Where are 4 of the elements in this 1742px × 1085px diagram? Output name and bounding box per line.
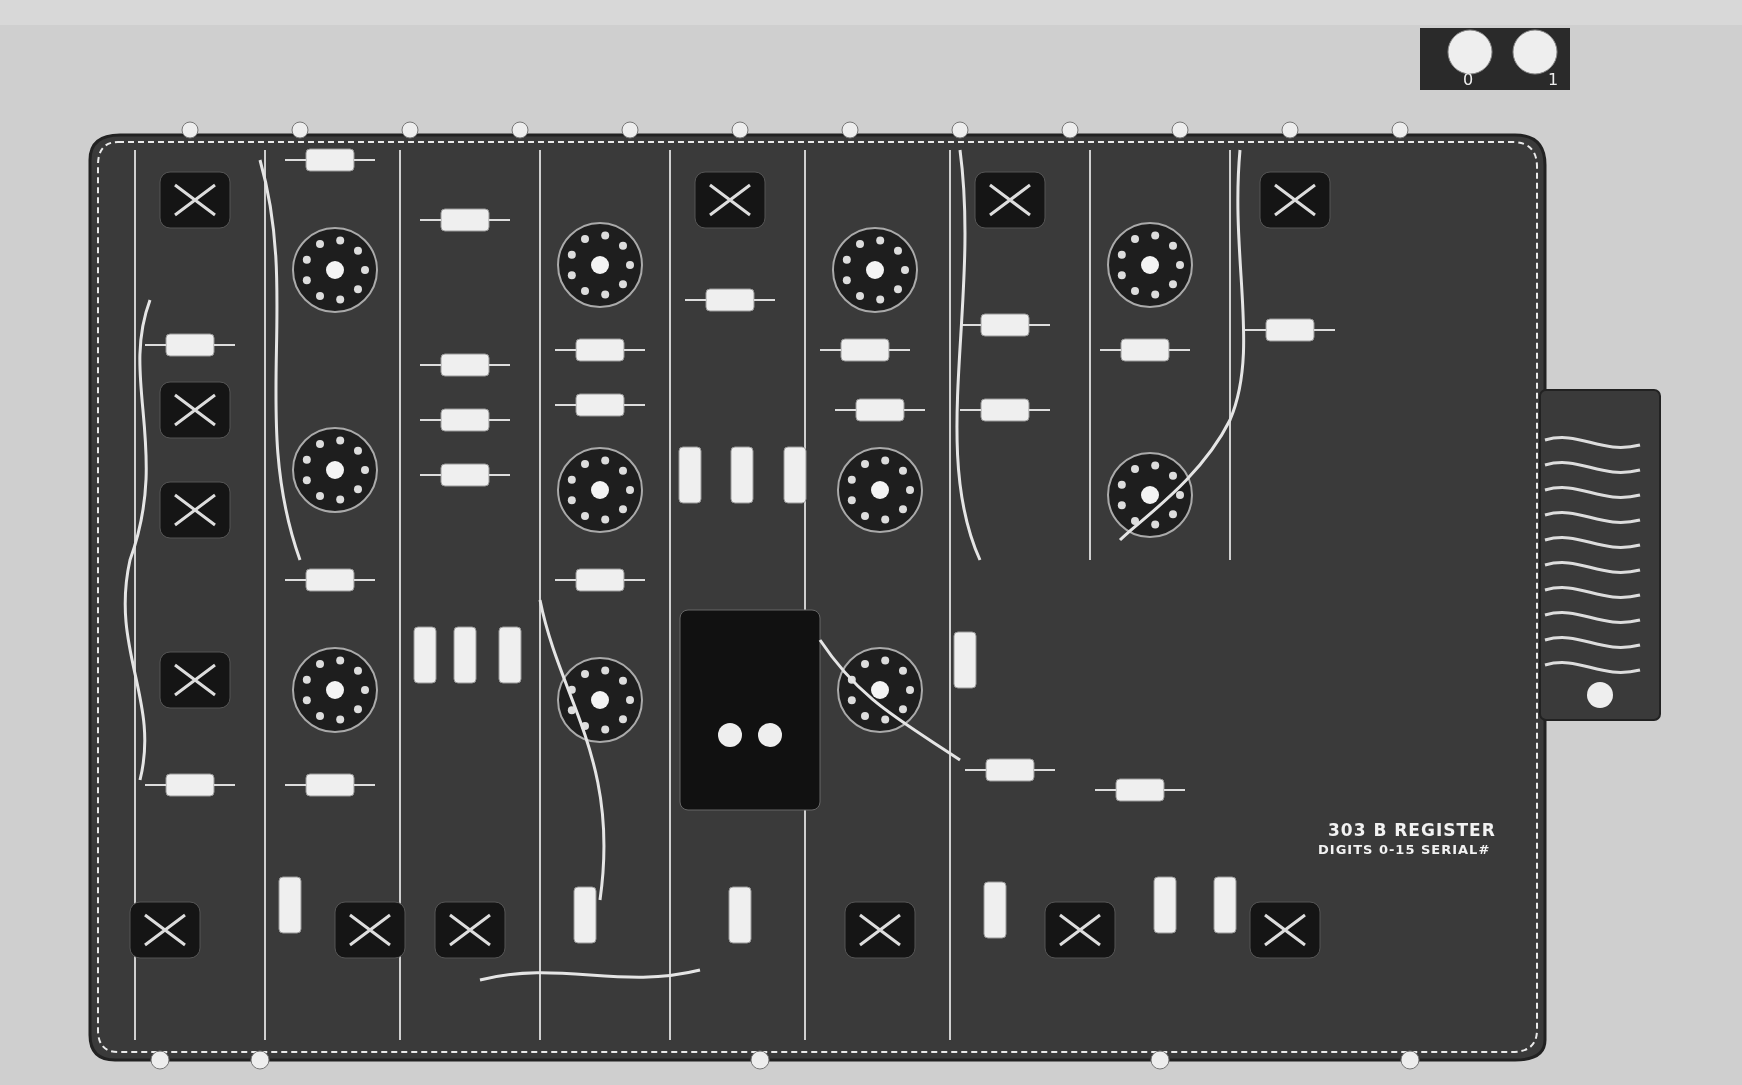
board-title: 303 B REGISTER	[1328, 820, 1496, 840]
terminal-number: 0	[1463, 70, 1474, 89]
board-subtitle: DIGITS 0-15 SERIAL#	[1318, 842, 1491, 857]
terminal-number: 1	[1548, 70, 1559, 89]
